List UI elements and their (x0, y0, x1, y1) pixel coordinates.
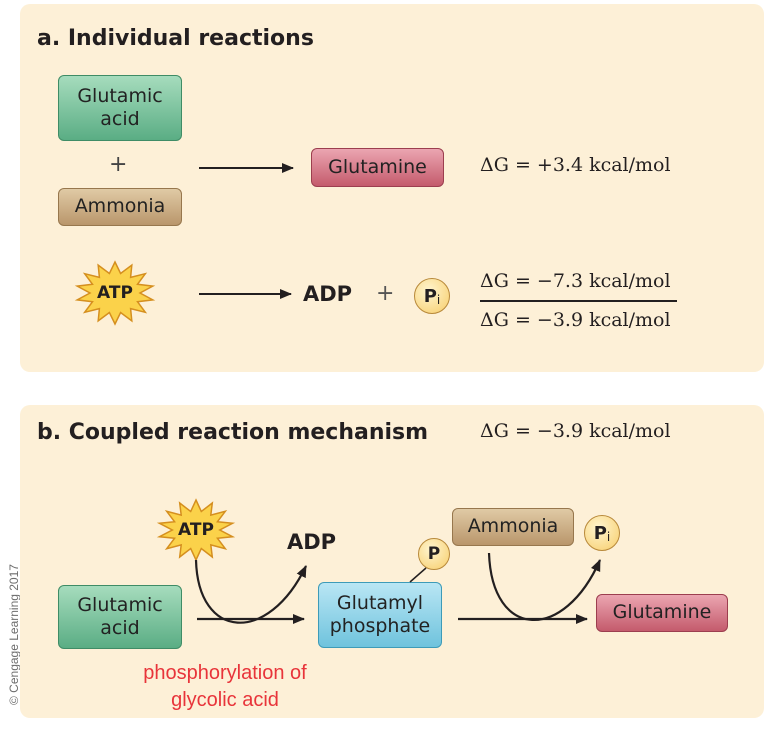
plus-sign: + (109, 152, 128, 177)
atp-starburst-icon: ATP (72, 260, 158, 326)
ammonia-curve-arrow (487, 552, 602, 621)
phosphate-p-icon: P (418, 538, 450, 570)
adp-label-b: ADP (287, 530, 337, 554)
pi-label: P (423, 285, 437, 307)
delta-g-glutamine: ΔG = +3.4 kcal/mol (480, 154, 671, 176)
glutamine-box-b: Glutamine (596, 594, 728, 632)
glutamic-acid-box-b: Glutamic acid (58, 585, 182, 649)
adp-label: ADP (303, 282, 353, 306)
annotation-text: phosphorylation of glycolic acid (143, 662, 307, 711)
glutamyl-phosphate-box: Glutamyl phosphate (318, 582, 442, 648)
ammonia-box-b: Ammonia (452, 508, 574, 546)
plus-sign-2: + (376, 281, 395, 306)
atp-curve-arrow (194, 559, 307, 624)
panel-a-heading: a. Individual reactions (37, 26, 314, 51)
p-label: P (427, 544, 441, 564)
pi-label-b: P (593, 522, 607, 544)
pi-subscript: i (436, 293, 441, 307)
glutamine-box: Glutamine (311, 148, 444, 187)
panel-b-heading: b. Coupled reaction mechanism (37, 420, 429, 445)
glutamic-acid-box: Glutamic acid (58, 75, 182, 141)
ammonia-box: Ammonia (58, 188, 182, 226)
panel-coupled-mechanism (20, 405, 764, 718)
atp-label: ATP (97, 283, 133, 303)
pi-subscript-b: i (606, 530, 611, 544)
delta-g-coupled: ΔG = −3.9 kcal/mol (480, 420, 671, 442)
delta-g-net: ΔG = −3.9 kcal/mol (480, 309, 671, 331)
delta-g-atp: ΔG = −7.3 kcal/mol (480, 270, 671, 292)
phosphate-link (409, 567, 427, 583)
atp-label-b: ATP (178, 520, 214, 540)
